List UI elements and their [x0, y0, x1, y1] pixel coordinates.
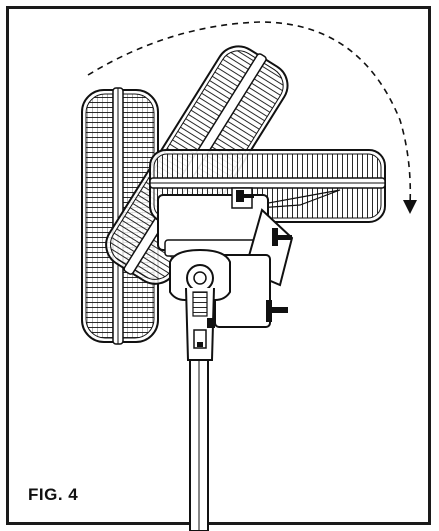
tilt-knob	[236, 190, 292, 322]
figure-label: FIG. 4	[28, 485, 79, 504]
stand-pole	[189, 354, 209, 531]
tilt-direction-arrow	[87, 21, 412, 206]
control-column	[169, 248, 231, 361]
motor-housing	[157, 187, 294, 328]
arrow-head	[403, 200, 417, 214]
